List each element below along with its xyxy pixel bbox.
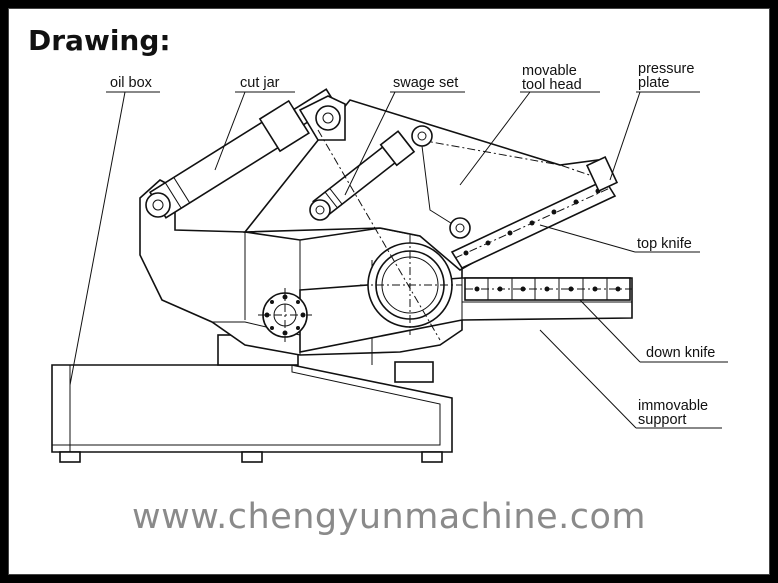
label-pressure: pressure [638, 61, 695, 77]
label-movable: movable [522, 63, 577, 79]
main-pivot-bearing [360, 235, 462, 335]
watermark-url: www.chengyunmachine.com [131, 497, 646, 537]
leader-lines [69, 91, 728, 429]
down-knife [464, 277, 632, 301]
pressure-plate [585, 156, 619, 192]
cut-jar [145, 88, 346, 219]
label-support: support [638, 412, 687, 428]
top-knife [450, 178, 617, 270]
swage-set [309, 125, 471, 341]
label-plate: plate [638, 75, 670, 91]
lower-pivot [258, 288, 312, 342]
oil-box [51, 334, 453, 463]
label-oil-box: oil box [110, 75, 152, 91]
drawing-title: Drawing: [28, 24, 171, 57]
label-down-knife: down knife [646, 345, 716, 361]
label-swage-set: swage set [393, 75, 459, 91]
label-cut-jar: cut jar [240, 75, 280, 91]
label-immovable: immovable [638, 398, 709, 414]
label-top-knife: top knife [637, 236, 692, 252]
label-tool-head: tool head [522, 77, 582, 93]
